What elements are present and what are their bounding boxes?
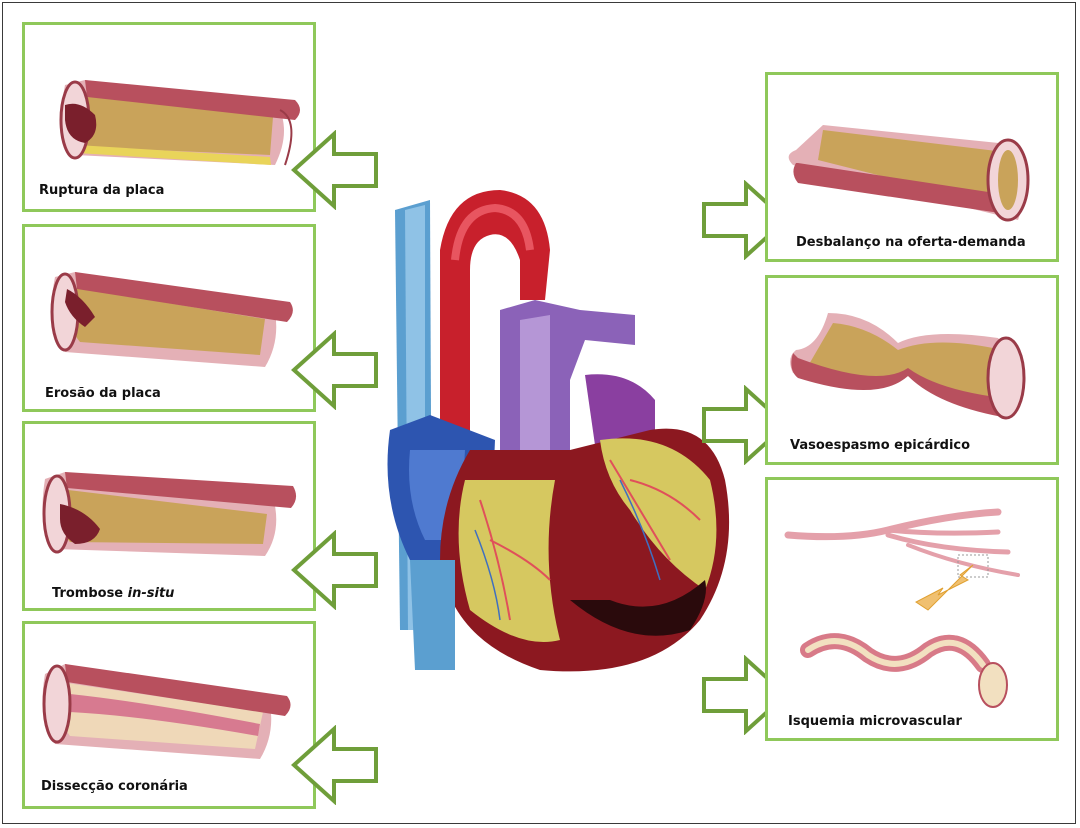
panel-microvascular-ischemia: Isquemia microvascular — [765, 477, 1059, 741]
label-isquemia-microvascular: Isquemia microvascular — [788, 714, 962, 729]
panel-in-situ-thrombosis: Trombose in-situ — [22, 421, 316, 611]
vessel-thrombosis-illustration — [42, 472, 297, 556]
panel-plaque-erosion: Erosão da placa — [22, 224, 316, 412]
vessel-supply-demand-illustration — [788, 125, 1030, 222]
label-trombose-prefix: Trombose — [52, 586, 128, 601]
label-ruptura-da-placa: Ruptura da placa — [39, 183, 165, 198]
arrow-left-icon — [291, 530, 378, 610]
label-erosao-da-placa: Erosão da placa — [45, 386, 161, 401]
panel-supply-demand-imbalance: Desbalanço na oferta-demanda — [765, 72, 1059, 262]
vessel-vasospasm-illustration — [790, 313, 1026, 420]
vessel-plaque-rupture-illustration — [59, 80, 300, 166]
label-trombose-in-situ: Trombose in-situ — [52, 586, 174, 601]
vessel-microvascular-illustration — [784, 508, 1020, 708]
label-disseccao-coronaria: Dissecção coronária — [41, 779, 188, 794]
label-trombose-in-situ-italic: in-situ — [127, 586, 175, 601]
arrow-left-icon — [291, 130, 378, 210]
arrow-left-icon — [291, 330, 378, 410]
vessel-dissection-illustration — [42, 664, 291, 759]
panel-plaque-rupture: Ruptura da placa — [22, 22, 316, 212]
vessel-plaque-erosion-illustration — [50, 272, 293, 367]
label-vasoespasmo-epicardico: Vasoespasmo epicárdico — [790, 438, 971, 453]
arrow-left-icon — [291, 725, 378, 805]
heart-illustration — [387, 190, 730, 672]
label-desbalanco-oferta-demanda: Desbalanço na oferta-demanda — [796, 235, 1026, 250]
panel-epicardial-vasospasm: Vasoespasmo epicárdico — [765, 275, 1059, 465]
panel-coronary-dissection: Dissecção coronária — [22, 621, 316, 809]
